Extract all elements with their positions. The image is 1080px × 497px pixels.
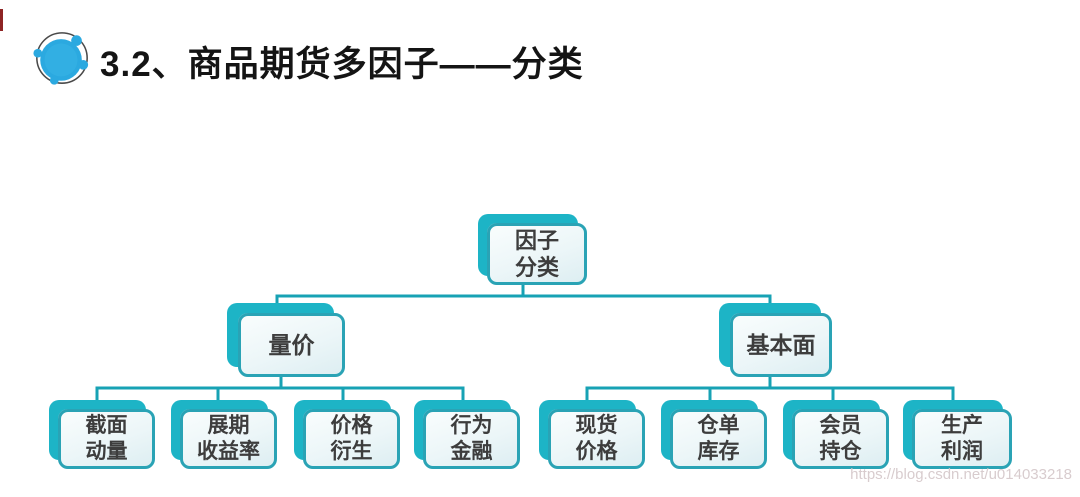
node-label-line: 金融 xyxy=(450,440,493,463)
edge-red-tick xyxy=(0,9,3,31)
node-label-line: 价格 xyxy=(330,414,373,437)
orbit-circle-icon xyxy=(33,32,89,85)
node-label-line: 会员 xyxy=(819,414,862,437)
node-label-line: 仓单 xyxy=(697,414,740,437)
node-roll-yield: 展期 收益率 xyxy=(180,409,277,469)
node-warehouse-inventory: 仓单 库存 xyxy=(670,409,767,469)
node-label-line: 行为 xyxy=(450,414,493,437)
node-production-profit: 生产 利润 xyxy=(912,409,1012,469)
node-volume-price: 量价 xyxy=(238,313,345,377)
node-label-line: 展期 xyxy=(207,414,250,437)
node-label-line: 持仓 xyxy=(819,440,862,463)
node-label-line: 现货 xyxy=(575,414,618,437)
node-factor-classification: 因子 分类 xyxy=(487,223,587,285)
node-member-positions: 会员 持仓 xyxy=(792,409,889,469)
node-label-line: 截面 xyxy=(85,414,128,437)
node-label-line: 价格 xyxy=(575,440,618,463)
node-label-line: 利润 xyxy=(941,440,983,463)
node-label-line: 生产 xyxy=(941,414,983,437)
node-cross-section-momentum: 截面 动量 xyxy=(58,409,155,469)
node-label-line: 分类 xyxy=(514,255,559,280)
node-spot-price: 现货 价格 xyxy=(548,409,645,469)
node-label-line: 量价 xyxy=(268,331,315,358)
node-label-line: 库存 xyxy=(697,440,740,463)
node-label-line: 因子 xyxy=(514,228,559,253)
page-title: 3.2、商品期货多因子——分类 xyxy=(100,45,584,84)
node-fundamentals: 基本面 xyxy=(730,313,832,377)
node-label-line: 动量 xyxy=(85,440,128,463)
node-behavioral-finance: 行为 金融 xyxy=(423,409,520,469)
node-price-derived: 价格 衍生 xyxy=(303,409,400,469)
node-label-line: 衍生 xyxy=(330,440,373,463)
csdn-watermark: https://blog.csdn.net/u014033218 xyxy=(850,466,1072,483)
node-label-line: 基本面 xyxy=(746,331,816,358)
node-label-line: 收益率 xyxy=(197,440,260,463)
